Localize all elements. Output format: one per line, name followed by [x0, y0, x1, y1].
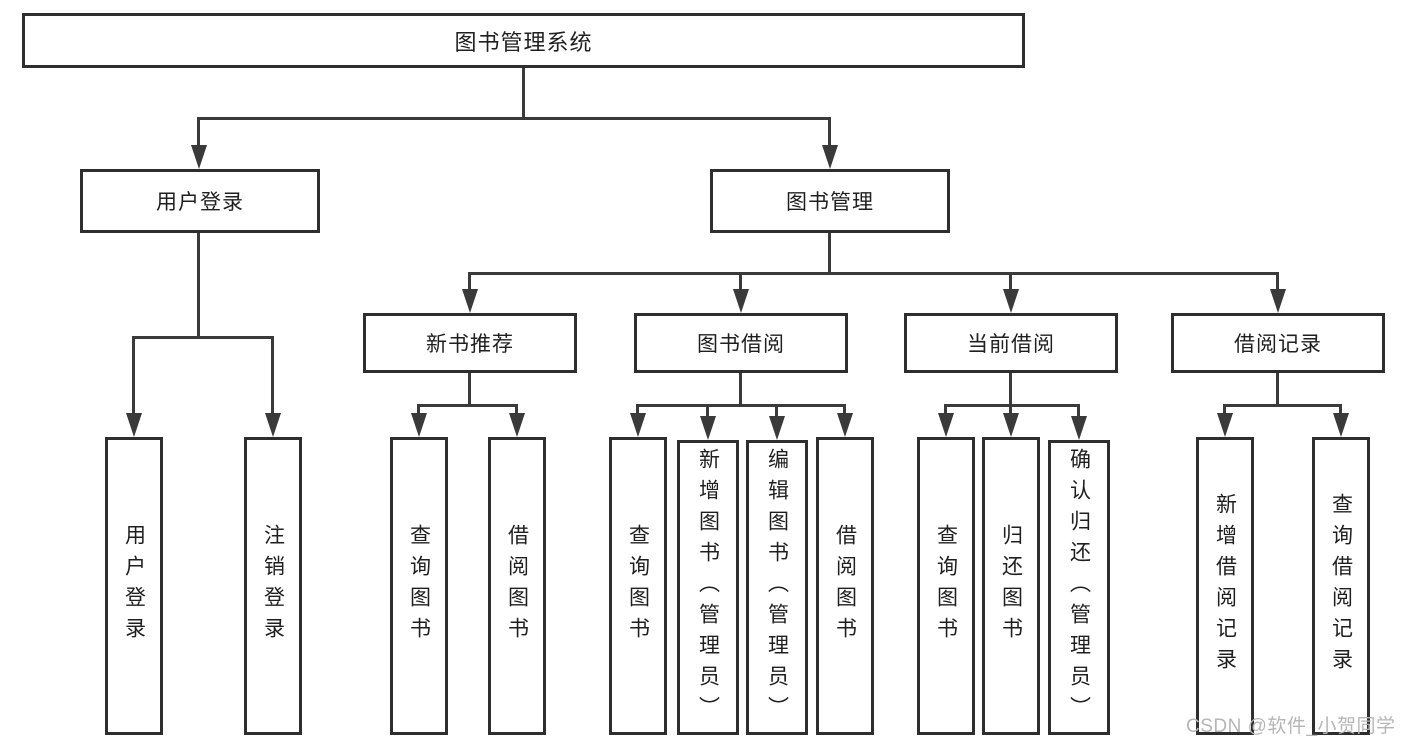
arrow-down-icon [733, 289, 749, 313]
node-label: 归还图书 [999, 524, 1023, 648]
connector-leaf-drop [636, 404, 639, 416]
connector-l3-drop-4 [1276, 272, 1279, 291]
arrow-down-icon [1071, 416, 1087, 440]
arrow-down-icon [822, 145, 838, 169]
leaf-query-books-recommend: 查询图书 [390, 437, 448, 735]
arrow-down-icon [509, 413, 525, 437]
connector-login-drop-2 [271, 336, 274, 415]
node-label: 注销登录 [261, 524, 285, 648]
connector-leaf-drop [515, 404, 518, 416]
connector-leaf-drop [843, 404, 846, 416]
connector-l3-drop-3 [1009, 272, 1012, 291]
node-label: 图书借阅 [697, 333, 785, 356]
node-label: 借阅图书 [505, 524, 529, 648]
node-user-login: 用户登录 [80, 169, 320, 233]
leaf-query-books-borrow: 查询图书 [609, 437, 667, 735]
connector-recommend-down [468, 371, 471, 407]
connector-leaf-drop [706, 404, 709, 419]
leaf-confirm-return-admin: 确认归还（管理员） [1048, 440, 1110, 735]
node-label: 借阅图书 [833, 524, 857, 648]
node-label: 借阅记录 [1234, 333, 1322, 356]
arrow-down-icon [700, 416, 716, 440]
leaf-logout: 注销登录 [244, 437, 302, 735]
arrow-down-icon [630, 413, 646, 437]
leaf-borrow-books: 借阅图书 [816, 437, 874, 735]
node-label: 查询借阅记录 [1329, 493, 1353, 679]
arrow-down-icon [1270, 289, 1286, 313]
connector-level3-branch [468, 272, 1279, 275]
node-borrow-records: 借阅记录 [1171, 313, 1385, 373]
arrow-down-icon [769, 416, 785, 440]
node-label: 当前借阅 [967, 333, 1055, 356]
arrow-down-icon [411, 413, 427, 437]
node-label: 编辑图书（管理员） [765, 448, 789, 727]
connector-records-down [1276, 371, 1279, 407]
connector-leaf-drop [417, 404, 420, 416]
arrow-down-icon [126, 413, 142, 437]
arrow-down-icon [1003, 289, 1019, 313]
node-new-book-recommend: 新书推荐 [363, 313, 577, 373]
node-book-borrow: 图书借阅 [634, 313, 848, 373]
arrow-down-icon [462, 289, 478, 313]
connector-login-branch [132, 336, 274, 339]
arrow-down-icon [1333, 413, 1349, 437]
arrow-down-icon [938, 413, 954, 437]
leaf-return-book: 归还图书 [982, 437, 1040, 735]
node-label: 确认归还（管理员） [1067, 448, 1091, 727]
connector-records-branch [1223, 404, 1342, 407]
node-book-management: 图书管理 [710, 169, 950, 233]
connector-leaf-drop [1339, 404, 1342, 416]
connector-login-down [197, 231, 200, 338]
node-label: 新增借阅记录 [1213, 493, 1237, 679]
node-label: 图书管理系统 [454, 29, 593, 55]
arrow-down-icon [265, 413, 281, 437]
leaf-user-login: 用户登录 [105, 437, 163, 735]
connector-leaf-drop [1077, 404, 1080, 419]
connector-leaf-drop [944, 404, 947, 416]
leaf-edit-book-admin: 编辑图书（管理员） [746, 440, 808, 735]
leaf-add-book-admin: 新增图书（管理员） [677, 440, 739, 735]
connector-stem-mgmt [828, 117, 831, 149]
connector-borrow-down [739, 371, 742, 407]
connector-l3-drop-1 [468, 272, 471, 291]
arrow-down-icon [1003, 413, 1019, 437]
connector-leaf-drop [775, 404, 778, 419]
node-label: 用户登录 [122, 524, 146, 648]
node-root-system: 图书管理系统 [22, 13, 1025, 68]
connector-current-down [1009, 371, 1012, 407]
connector-level2-branch [197, 117, 831, 120]
node-current-borrow: 当前借阅 [904, 313, 1118, 373]
connector-root-trunk [522, 66, 525, 120]
node-label: 查询图书 [407, 524, 431, 648]
connector-l3-drop-2 [739, 272, 742, 291]
connector-login-drop-1 [132, 336, 135, 415]
node-label: 用户登录 [156, 191, 244, 214]
node-label: 新书推荐 [426, 333, 514, 356]
connector-mgmt-down [828, 231, 831, 275]
node-label: 图书管理 [786, 191, 874, 214]
connector-current-branch [944, 404, 1080, 407]
connector-leaf-drop [1009, 404, 1012, 416]
connector-leaf-drop [1223, 404, 1226, 416]
leaf-query-borrow-record: 查询借阅记录 [1312, 437, 1370, 735]
arrow-down-icon [191, 145, 207, 169]
connector-stem-login [197, 117, 200, 149]
leaf-query-books-current: 查询图书 [917, 437, 975, 735]
node-label: 查询图书 [934, 524, 958, 648]
arrow-down-icon [1217, 413, 1233, 437]
connector-borrow-branch [636, 404, 846, 407]
csdn-watermark: CSDN @软件_小贺同学 [1186, 716, 1396, 737]
node-label: 查询图书 [626, 524, 650, 648]
leaf-borrow-books-recommend: 借阅图书 [488, 437, 546, 735]
node-label: 新增图书（管理员） [696, 448, 720, 727]
leaf-add-borrow-record: 新增借阅记录 [1196, 437, 1254, 735]
arrow-down-icon [837, 413, 853, 437]
connector-recommend-branch [417, 404, 518, 407]
